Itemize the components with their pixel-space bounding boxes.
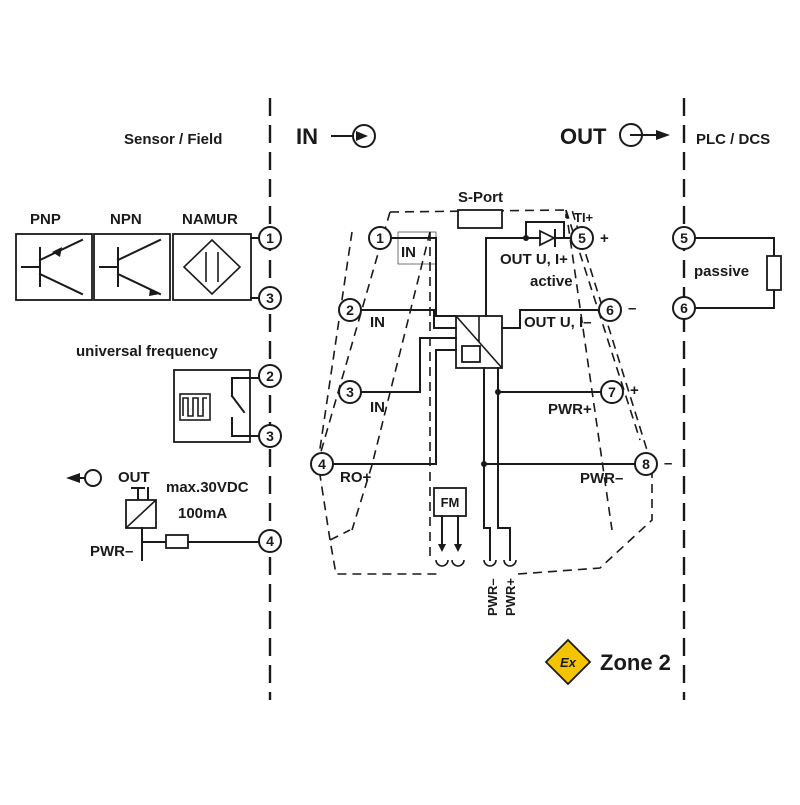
relay-rating-voltage: max.30VDC xyxy=(166,479,249,496)
sign-t7: + xyxy=(630,382,639,399)
relay-optocoupler-icon xyxy=(125,487,260,561)
svg-text:1: 1 xyxy=(266,230,274,246)
label-npn: NPN xyxy=(110,211,142,228)
label-in-2: IN xyxy=(370,314,385,331)
svg-text:Ex: Ex xyxy=(560,655,577,670)
out-left-arrow-icon xyxy=(66,469,102,487)
header-plc-dcs: PLC / DCS xyxy=(696,131,770,148)
svg-text:6: 6 xyxy=(606,302,614,318)
sign-t8: – xyxy=(664,455,672,472)
field-terminal-3a: 3 xyxy=(258,286,282,310)
bus-connectors xyxy=(435,559,517,567)
module-terminal-2: 2 xyxy=(338,298,362,322)
fm-module: FM xyxy=(433,487,467,552)
sign-t5: + xyxy=(600,230,609,247)
label-ro-plus: RO+ xyxy=(340,469,372,486)
zone-label: Zone 2 xyxy=(600,650,671,675)
svg-text:6: 6 xyxy=(680,300,688,316)
sport-label: S-Port xyxy=(458,189,503,206)
module-terminal-7: 7 xyxy=(600,380,624,404)
module-terminal-8: 8 xyxy=(634,452,658,476)
ex-zone-icon: Ex xyxy=(544,638,592,686)
header-out: OUT xyxy=(560,124,607,149)
relay-out-label: OUT xyxy=(118,469,150,486)
label-out-u-minus: OUT U, I– xyxy=(524,314,592,331)
label-out-active-1: OUT U, I+ xyxy=(500,251,568,268)
svg-text:FM: FM xyxy=(441,495,460,510)
pnp-sensor-icon xyxy=(15,233,93,301)
module-terminal-6: 6 xyxy=(598,298,622,322)
label-in-1: IN xyxy=(401,244,416,261)
svg-text:2: 2 xyxy=(266,368,274,384)
field-terminal-3b: 3 xyxy=(258,424,282,448)
module-terminal-4: 4 xyxy=(310,452,334,476)
module-terminal-1: 1 xyxy=(368,226,392,250)
signal-processor-block xyxy=(455,315,503,369)
diode-icon xyxy=(525,229,573,247)
label-universal-frequency: universal frequency xyxy=(76,343,218,360)
svg-text:4: 4 xyxy=(266,533,274,549)
svg-text:3: 3 xyxy=(346,384,354,400)
in-arrow-icon xyxy=(331,124,376,148)
label-out-active-2: active xyxy=(530,273,573,290)
bus-pwr-plus-label: PWR+ xyxy=(503,578,518,616)
module-terminal-3: 3 xyxy=(338,380,362,404)
svg-text:1: 1 xyxy=(376,230,384,246)
ti-plus-label: TI+ xyxy=(574,210,594,225)
label-in-3: IN xyxy=(370,399,385,416)
sign-t6: – xyxy=(628,300,636,317)
label-namur: NAMUR xyxy=(182,211,238,228)
field-terminal-2: 2 xyxy=(258,364,282,388)
out-arrow-icon xyxy=(619,123,670,147)
field-terminal-1: 1 xyxy=(258,226,282,250)
frequency-sensor-icon xyxy=(173,369,259,443)
svg-text:5: 5 xyxy=(680,230,688,246)
svg-text:3: 3 xyxy=(266,290,274,306)
relay-pwr-minus: PWR– xyxy=(90,543,133,560)
sport-connector xyxy=(457,209,503,229)
load-resistor-icon xyxy=(766,255,782,291)
svg-text:2: 2 xyxy=(346,302,354,318)
svg-text:4: 4 xyxy=(318,456,326,472)
plc-terminal-5: 5 xyxy=(672,226,696,250)
relay-rating-current: 100mA xyxy=(178,505,227,522)
bus-pwr-minus-label: PWR– xyxy=(485,578,500,616)
label-pwr-minus: PWR– xyxy=(580,470,623,487)
module-terminal-5: 5 xyxy=(570,226,594,250)
header-sensor-field: Sensor / Field xyxy=(124,131,222,148)
header-in: IN xyxy=(296,124,318,149)
svg-text:3: 3 xyxy=(266,428,274,444)
field-terminal-4: 4 xyxy=(258,529,282,553)
svg-text:8: 8 xyxy=(642,456,650,472)
namur-sensor-icon xyxy=(172,233,252,301)
plc-terminal-6: 6 xyxy=(672,296,696,320)
label-passive: passive xyxy=(694,263,749,280)
label-pwr-plus: PWR+ xyxy=(548,401,592,418)
label-pnp: PNP xyxy=(30,211,61,228)
svg-text:5: 5 xyxy=(578,230,586,246)
npn-sensor-icon xyxy=(93,233,171,301)
svg-text:7: 7 xyxy=(608,384,616,400)
